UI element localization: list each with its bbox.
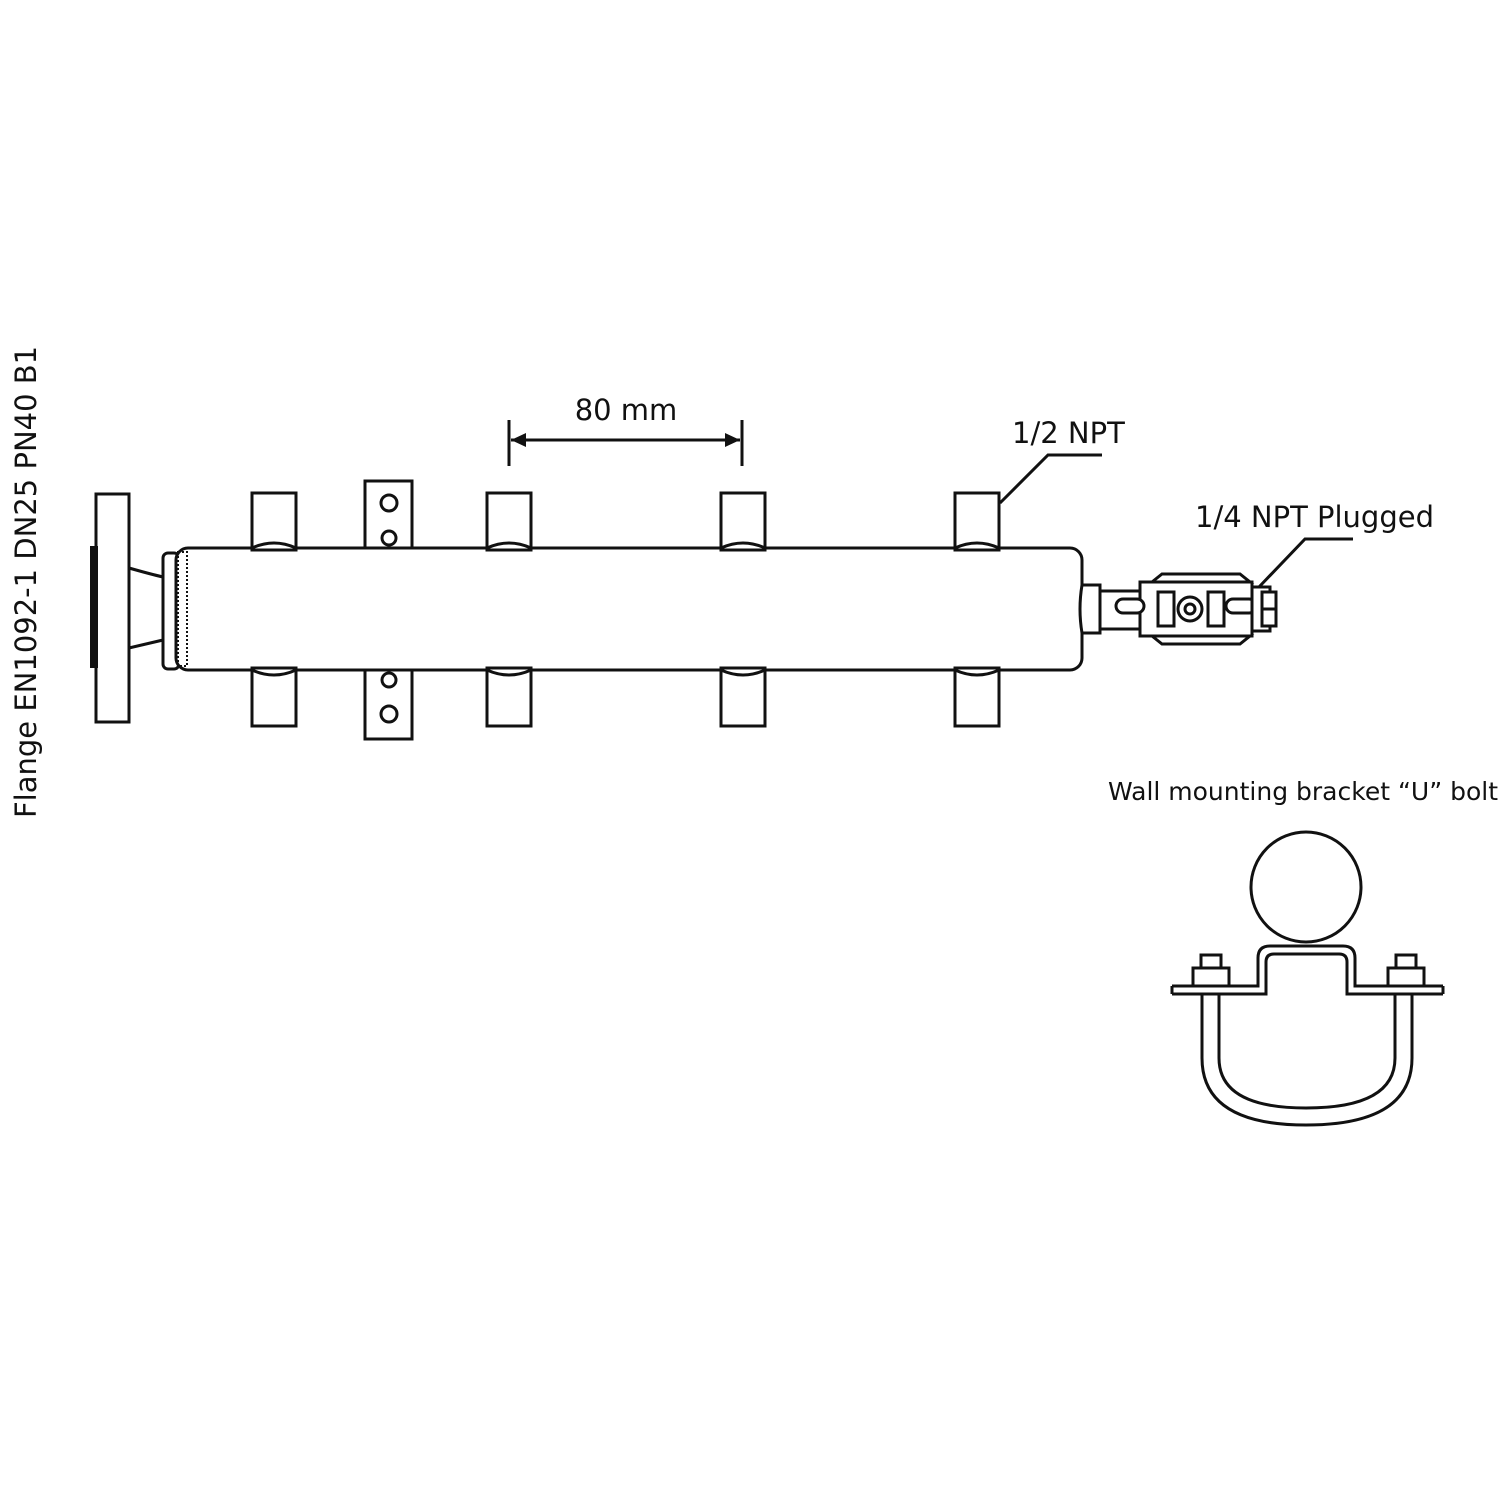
plug-leader-line	[1257, 537, 1353, 589]
flange-label: Flange EN1092-1 DN25 PN40 B1	[9, 346, 43, 818]
flange	[90, 492, 181, 724]
spacing-dimension	[507, 420, 744, 466]
outlet-leader-line	[998, 453, 1102, 505]
outlets-bottom	[250, 666, 1001, 728]
outlet-label: 1/2 NPT	[1012, 416, 1125, 450]
spacing-label: 80 mm	[575, 393, 678, 427]
outlets-top	[250, 491, 1001, 552]
plug-label: 1/4 NPT Plugged	[1195, 500, 1434, 534]
end-valve	[1078, 572, 1278, 646]
bracket-label: Wall mounting bracket “U” bolt	[1108, 777, 1498, 806]
mounting-bracket-plate	[363, 479, 414, 741]
header-pipe	[174, 546, 1084, 672]
u-bolt-detail	[1170, 830, 1445, 1127]
